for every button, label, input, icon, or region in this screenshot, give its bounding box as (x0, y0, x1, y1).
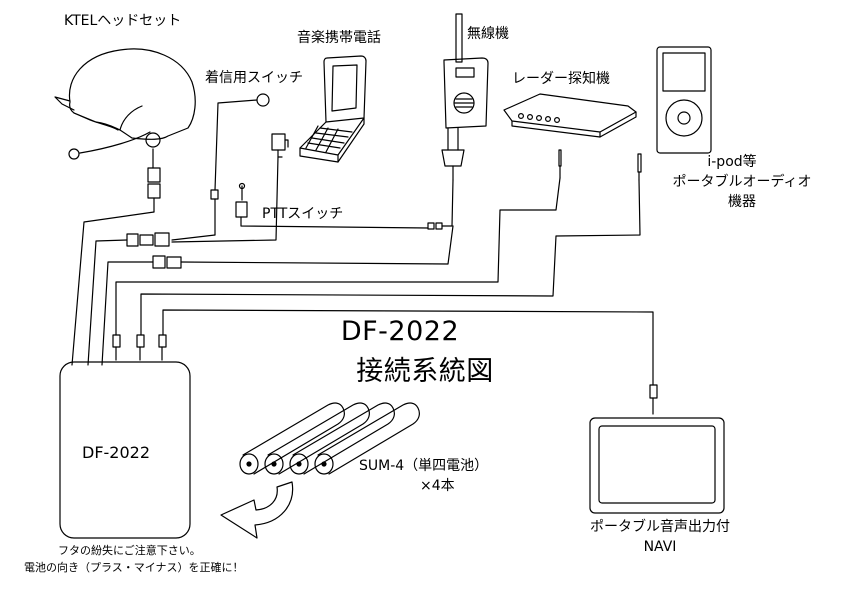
navi-label-line1: ポータブル音声出力付 (590, 519, 730, 535)
radar-detector-icon (503, 93, 637, 179)
radar-label: レーダー探知機 (512, 71, 610, 87)
battery-label-line1: SUM-4（単四電池） (359, 458, 489, 474)
main-unit-label: DF-2022 (82, 443, 151, 462)
incoming-switch-icon (210, 93, 270, 236)
battery-icon (239, 402, 420, 475)
ipod-label-line3: 機器 (728, 194, 756, 210)
helmet-icon (54, 48, 196, 160)
insert-arrow-icon (220, 481, 294, 539)
battery-label-line2: ×4本 (420, 478, 455, 494)
phone-icon (271, 55, 367, 163)
ipod-icon (637, 46, 712, 181)
plugs-main-unit (112, 334, 658, 415)
incoming-switch-label: 着信用スイッチ (205, 70, 303, 86)
navi-icon (589, 417, 725, 514)
main-unit-body (59, 361, 191, 539)
diagram-model: DF-2022 (340, 316, 460, 347)
diagram-title: 接続系統図 (356, 356, 494, 387)
headset-label: KTELヘッドセット (64, 13, 182, 29)
ipod-label-line1: i-pod等 (707, 154, 757, 170)
note-lid: フタの紛失にご注意下さい。 (58, 544, 201, 557)
wiring-lines (71, 156, 654, 386)
connector-jacks (126, 148, 182, 269)
radio-icon (441, 13, 489, 181)
ipod-label-line2: ポータブルオーディオ (672, 174, 812, 190)
ptt-switch-icon (235, 179, 454, 230)
navi-label-line2: NAVI (643, 539, 677, 555)
ptt-label: PTTスイッチ (262, 206, 344, 222)
note-polarity: 電池の向き（プラス・マイナス）を正確に！ (24, 561, 244, 574)
phone-label: 音楽携帯電話 (297, 30, 381, 46)
radio-label: 無線機 (467, 26, 509, 42)
